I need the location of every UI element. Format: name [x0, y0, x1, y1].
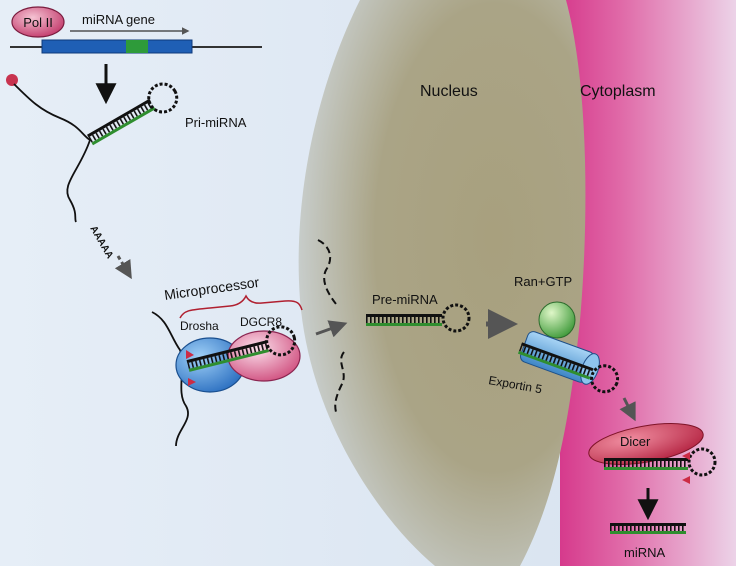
mature-mirna-duplex: [610, 523, 686, 534]
microprocessor-hairpin: [186, 325, 297, 372]
dicer-approach-arrow: [619, 397, 636, 422]
dicer-cut-marker-bottom: [682, 476, 690, 484]
dgcr8-label: DGCR8: [240, 315, 282, 329]
dicer-substrate-hairpin: [604, 447, 717, 477]
microprocessor-bracket: [179, 294, 303, 319]
pri-hairpin: [87, 82, 179, 146]
cleavage-arrow: [315, 320, 348, 338]
pri-5prime-tail: [13, 83, 91, 141]
pre-mirna-hairpin: [366, 303, 471, 333]
processing-arrow: [114, 255, 132, 280]
nucleus-region: [298, 0, 586, 566]
pol2-label: Pol II: [23, 15, 53, 30]
gene-bar: [41, 39, 193, 54]
cleaved-flank-bottom: [334, 351, 345, 413]
pri-mirna-label: Pri-miRNA: [185, 115, 247, 130]
gene-mirna-segment: [126, 40, 148, 53]
dicer-cut-marker-top: [682, 452, 690, 460]
drosha-label: Drosha: [180, 319, 219, 333]
pol2-enzyme: [11, 6, 65, 38]
cytoplasm-region: [560, 0, 736, 566]
ran-gtp-protein: [538, 301, 576, 339]
pre-mirna-label: Pre-miRNA: [372, 292, 438, 307]
exportin-cargo-hairpin: [517, 342, 620, 394]
gene-label: miRNA gene: [82, 12, 155, 27]
nucleus-label: Nucleus: [420, 83, 478, 100]
cleaved-flank-top: [317, 239, 337, 305]
five-prime-cap: [6, 74, 18, 86]
ran-gtp-label: Ran+GTP: [514, 274, 572, 289]
pri-3prime-tail: [66, 139, 91, 223]
dicer-label: Dicer: [620, 434, 651, 449]
drosha-cut-marker-top: [186, 350, 194, 359]
drosha-cut-marker-bottom: [188, 378, 196, 386]
cytoplasm-label: Cytoplasm: [580, 83, 656, 100]
mirna-label: miRNA: [624, 545, 665, 560]
